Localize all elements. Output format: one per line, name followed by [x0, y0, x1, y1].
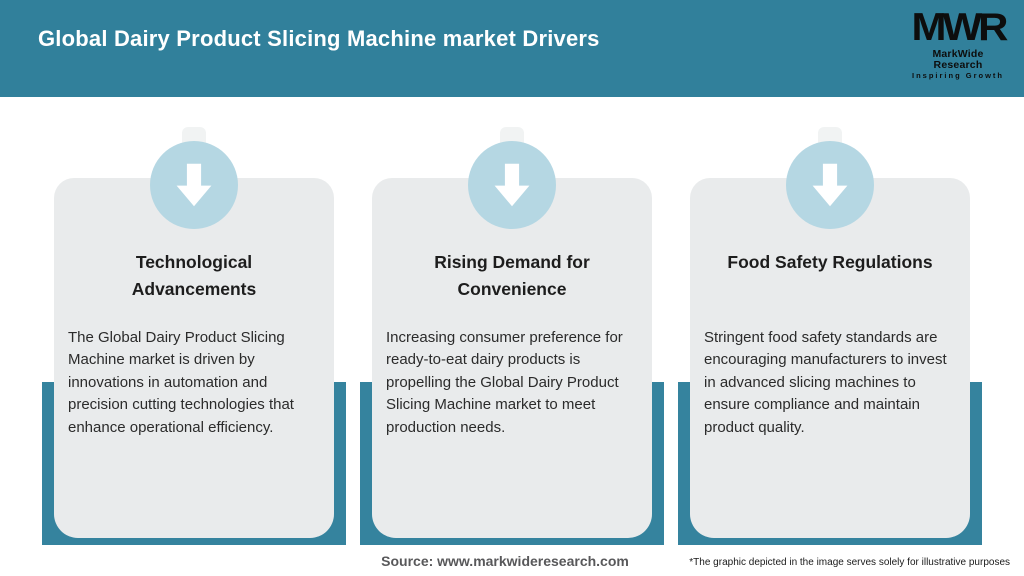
header-banner: Global Dairy Product Slicing Machine mar…: [0, 0, 1024, 97]
card-title: Food Safety Regulations: [727, 252, 933, 272]
card-panel: Technological Advancements The Global Da…: [54, 178, 334, 538]
source-attribution: Source: www.markwideresearch.com: [381, 553, 629, 569]
drivers-cards-row: Technological Advancements The Global Da…: [0, 127, 1024, 545]
logo-name: MarkWide Research: [932, 48, 984, 71]
arrow-down-icon: [176, 163, 212, 207]
card-body-text: The Global Dairy Product Slicing Machine…: [68, 329, 294, 436]
card-body-text: Increasing consumer preference for ready…: [386, 329, 623, 436]
disclaimer-note: *The graphic depicted in the image serve…: [689, 557, 1010, 568]
card-badge: [468, 141, 556, 229]
card-panel: Rising Demand for Convenience Increasing…: [372, 178, 652, 538]
card-badge: [786, 141, 874, 229]
page-title: Global Dairy Product Slicing Machine mar…: [38, 26, 600, 51]
card-title: Technological Advancements: [131, 252, 257, 299]
logo-monogram: MWR: [911, 4, 1009, 49]
card-panel: Food Safety Regulations Stringent food s…: [690, 178, 970, 538]
card-body-text: Stringent food safety standards are enco…: [704, 329, 947, 436]
driver-card-rising-demand: Rising Demand for Convenience Increasing…: [360, 127, 664, 545]
card-title: Rising Demand for Convenience: [434, 252, 590, 299]
driver-card-technological-advancements: Technological Advancements The Global Da…: [42, 127, 346, 545]
arrow-down-icon: [494, 163, 530, 207]
arrow-down-icon: [812, 163, 848, 207]
markwide-research-logo: MWR MarkWide Research Inspiring Growth: [908, 4, 1009, 80]
driver-card-food-safety: Food Safety Regulations Stringent food s…: [678, 127, 982, 545]
card-badge: [150, 141, 238, 229]
logo-tagline: Inspiring Growth: [912, 71, 1004, 80]
